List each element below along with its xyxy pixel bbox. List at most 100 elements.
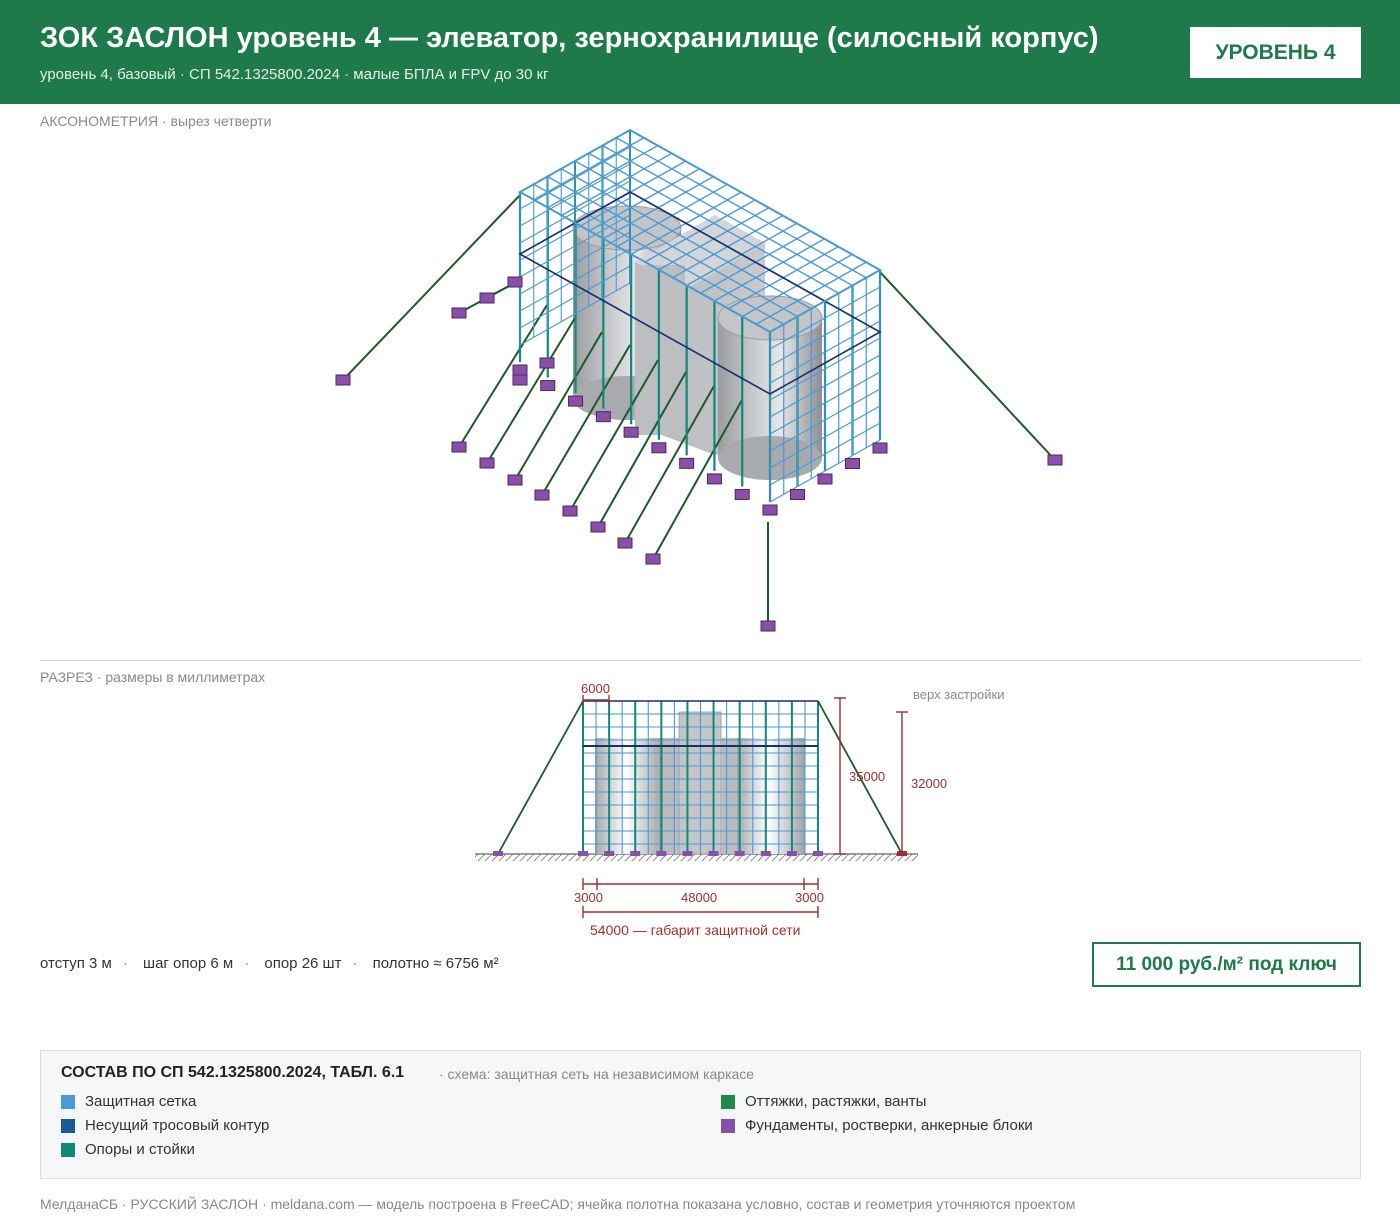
legend-item-foundations: Фундаменты, ростверки, анкерные блоки [721, 1117, 1033, 1134]
legend-swatch-guys [721, 1094, 735, 1109]
foundation-block [578, 851, 588, 856]
foundation-block [507, 276, 523, 288]
foundation-block [507, 474, 523, 486]
foundation-block [595, 411, 611, 423]
section-silo-right [737, 738, 805, 854]
axonometry-label: АКСОНОМЕТРИЯ · вырез четверти [40, 113, 271, 129]
section-gap [663, 738, 679, 854]
stats-row: отступ 3 м· шаг опор 6 м· опор 26 шт· по… [40, 955, 499, 972]
foundation-block [734, 488, 750, 500]
foundation-block [682, 851, 693, 856]
mesh-line [519, 282, 631, 346]
axonometry-drawing [335, 128, 1063, 632]
cable-contour-ring [518, 191, 882, 395]
section-silo-left [595, 738, 663, 854]
mesh-line [769, 388, 881, 452]
foundation-block [734, 851, 745, 856]
section-structure [493, 700, 907, 856]
guy-line [624, 385, 715, 544]
foundation-block [604, 851, 615, 856]
guy-line [497, 700, 584, 855]
foundation-block [590, 521, 606, 533]
dim-cell-label: 6000 [581, 681, 610, 696]
foundation-block [493, 851, 503, 856]
foundation-block [708, 851, 719, 856]
page-subtitle: уровень 4, базовый · СП 542.1325800.2024… [40, 66, 549, 83]
foundation-block [790, 489, 805, 500]
mesh-line [519, 146, 631, 210]
mesh-line [519, 265, 631, 329]
section-divider [40, 660, 1361, 661]
section-buildings [475, 711, 918, 861]
page-title: ЗОК ЗАСЛОН уровень 4 — элеватор, зернохр… [40, 22, 1099, 54]
mesh-line [615, 137, 867, 279]
guy-line [879, 271, 1056, 461]
axonometry-note: · вырез четверти [161, 113, 272, 129]
mesh-line [769, 286, 881, 350]
mesh-line [519, 197, 631, 261]
stat-area: полотно ≈ 6756 м² [372, 955, 499, 972]
foundation-block [645, 553, 661, 565]
axonometry-title: АКСОНОМЕТРИЯ [40, 113, 159, 129]
legend-item-posts: Опоры и стойки [61, 1141, 195, 1158]
mesh-line [602, 144, 853, 287]
foundation-block [760, 851, 771, 856]
roof-edge [517, 128, 883, 334]
dim-span-label: 48000 [681, 890, 717, 905]
mesh-line [519, 163, 631, 227]
foundation-block [630, 851, 641, 856]
elevator-tower-side [635, 265, 685, 435]
foundation-block [786, 851, 797, 856]
legend-swatch-foundations [721, 1118, 735, 1133]
section-dimensions: 6000 35000 32000 верх застройки 3000 480… [574, 681, 1005, 938]
foundation-block [568, 395, 584, 407]
foundation-block [651, 442, 667, 454]
section-drawing: 6000 35000 32000 верх застройки 3000 480… [475, 681, 1005, 938]
guy-line [597, 371, 687, 528]
foundation-block [451, 307, 467, 319]
foundation-block [872, 442, 888, 454]
legend-scheme: · схема: защитная сеть на независимом ка… [439, 1066, 755, 1082]
guy-line [569, 359, 659, 512]
section-gap [721, 738, 737, 854]
guy-line [541, 344, 631, 496]
guy-line [514, 331, 603, 481]
dim-offset-left-label: 3000 [574, 890, 603, 905]
guy-line [486, 317, 576, 464]
foundation-block [617, 537, 633, 549]
foundation-block [762, 504, 778, 516]
dim-offset-right-label: 3000 [795, 890, 824, 905]
dim-total-label: 54000 — габарит защитной сети [590, 922, 800, 938]
dim-height-build-label: 32000 [911, 776, 947, 791]
legend-item-mesh: Защитная сетка [61, 1093, 196, 1110]
mesh-line [769, 337, 881, 401]
foundation-block [623, 426, 639, 438]
foundation-block [845, 458, 860, 469]
foundation-block [512, 364, 528, 376]
guy-line [342, 194, 521, 381]
legend-swatch-cable [61, 1118, 75, 1133]
guy-line [652, 399, 743, 560]
footer-note: МелданаСБ · РУССКИЙ ЗАСЛОН · meldana.com… [40, 1196, 1076, 1212]
foundation-block [817, 473, 833, 485]
guy-line [458, 304, 548, 448]
mesh-line [519, 214, 631, 278]
legend-swatch-posts [61, 1142, 75, 1157]
foundation-block [679, 457, 695, 469]
dim-height-net-label: 35000 [849, 769, 885, 784]
stat-pitch: шаг опор 6 м [143, 955, 234, 972]
foundation-block [451, 441, 467, 453]
foundation-block [534, 489, 550, 501]
foundation-block [562, 505, 578, 517]
ground-hatch [475, 854, 918, 861]
mesh-line [769, 439, 881, 503]
mesh-line [769, 303, 881, 367]
legend-title: СОСТАВ ПО СП 542.1325800.2024, ТАБЛ. 6.1 [61, 1064, 405, 1081]
mesh-line [519, 180, 631, 244]
cable-contour [517, 128, 883, 395]
build-top-label: верх застройки [913, 687, 1005, 702]
mesh-line [519, 248, 631, 312]
level-badge: УРОВЕНЬ 4 [1190, 27, 1361, 78]
foundation-block [512, 374, 528, 386]
foundation-block [1047, 454, 1063, 466]
